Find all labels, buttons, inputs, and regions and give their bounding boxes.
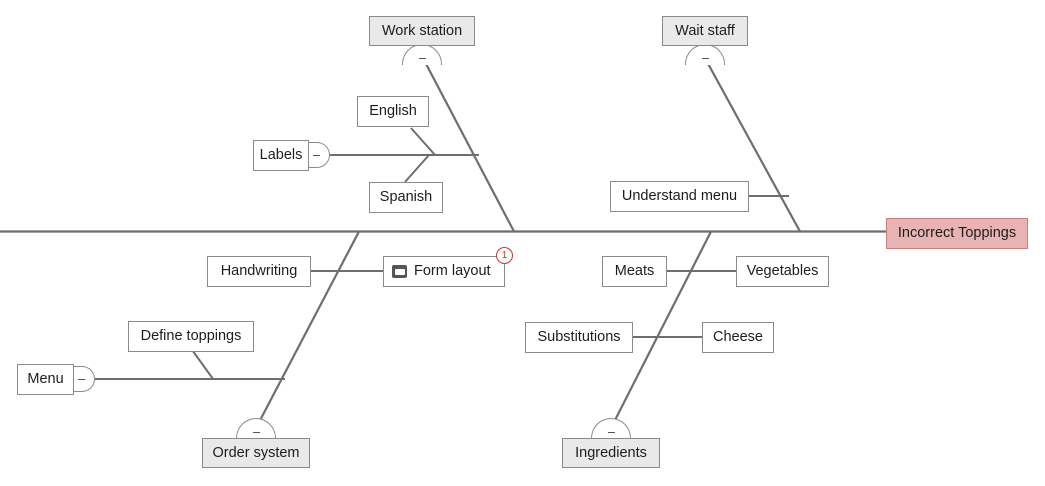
cause-label-substitutions: Substitutions xyxy=(537,329,621,346)
cause-node-form-layout[interactable]: Form layout xyxy=(383,256,505,287)
cause-node-meats[interactable]: Meats xyxy=(602,256,667,287)
minus-icon xyxy=(252,432,260,433)
cause-label-handwriting: Handwriting xyxy=(220,263,298,280)
category-label-wait-staff: Wait staff xyxy=(675,22,735,39)
minus-icon xyxy=(77,378,85,380)
cause-label-understand-menu: Understand menu xyxy=(621,188,738,205)
cause-node-handwriting[interactable]: Handwriting xyxy=(207,256,311,287)
cause-label-meats: Meats xyxy=(614,263,655,280)
cause-node-define-toppings[interactable]: Define toppings xyxy=(128,321,254,352)
cause-node-understand-menu[interactable]: Understand menu xyxy=(610,181,749,212)
minus-icon xyxy=(607,432,615,433)
cause-label-form-layout: Form layout xyxy=(414,263,491,280)
category-node-wait-staff[interactable]: Wait staff xyxy=(662,16,748,46)
minus-icon xyxy=(701,58,709,59)
cause-node-spanish[interactable]: Spanish xyxy=(369,182,443,213)
category-node-ingredients[interactable]: Ingredients xyxy=(562,438,660,468)
cause-label-menu: Menu xyxy=(27,371,64,388)
cause-node-substitutions[interactable]: Substitutions xyxy=(525,322,633,353)
cause-label-labels: Labels xyxy=(259,147,303,164)
cause-node-labels[interactable]: Labels xyxy=(253,140,309,171)
minus-icon xyxy=(418,58,426,59)
category-label-work-station: Work station xyxy=(381,22,463,39)
note-icon xyxy=(392,265,407,278)
collapse-handle-menu[interactable] xyxy=(73,366,95,392)
cause-node-menu[interactable]: Menu xyxy=(17,364,74,395)
collapse-handle-wait-staff[interactable] xyxy=(685,44,725,65)
badge-count: 1 xyxy=(501,250,508,261)
cause-label-english: English xyxy=(369,103,417,120)
effect-node-incorrect-toppings[interactable]: Incorrect Toppings xyxy=(886,218,1028,249)
cause-label-spanish: Spanish xyxy=(379,189,433,206)
category-label-ingredients: Ingredients xyxy=(575,444,647,461)
bone-spanish xyxy=(404,154,430,183)
effect-label: Incorrect Toppings xyxy=(897,225,1017,242)
cause-label-define-toppings: Define toppings xyxy=(140,328,242,345)
cause-node-cheese[interactable]: Cheese xyxy=(702,322,774,353)
bone-english xyxy=(410,127,436,156)
collapse-handle-order-system[interactable] xyxy=(236,418,276,439)
cause-label-cheese: Cheese xyxy=(713,329,763,346)
collapse-handle-work-station[interactable] xyxy=(402,44,442,65)
minus-icon xyxy=(312,154,320,156)
category-node-order-system[interactable]: Order system xyxy=(202,438,310,468)
cause-node-english[interactable]: English xyxy=(357,96,429,127)
cause-label-vegetables: Vegetables xyxy=(746,263,819,280)
comment-count-badge-form-layout[interactable]: 1 xyxy=(496,247,513,264)
category-node-work-station[interactable]: Work station xyxy=(369,16,475,46)
collapse-handle-ingredients[interactable] xyxy=(591,418,631,439)
collapse-handle-labels[interactable] xyxy=(308,142,330,168)
category-label-order-system: Order system xyxy=(212,444,300,461)
cause-node-vegetables[interactable]: Vegetables xyxy=(736,256,829,287)
